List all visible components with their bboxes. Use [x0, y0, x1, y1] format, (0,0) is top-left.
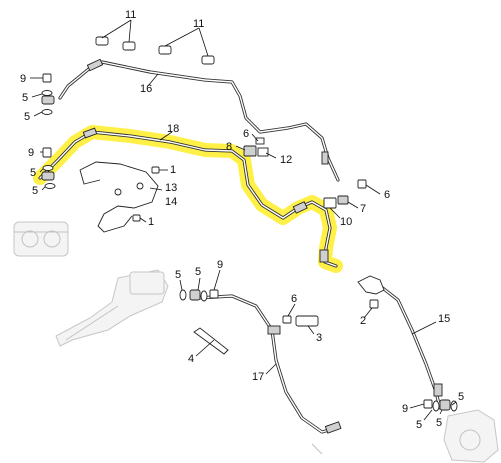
callout-9-caliper: 9	[402, 403, 408, 415]
callout-2: 2	[360, 315, 366, 327]
callout-6-right: 6	[384, 189, 390, 201]
bracket-part-13	[79, 161, 159, 233]
bolt-part-6-right	[357, 179, 367, 189]
callout-17: 17	[252, 371, 264, 383]
abs-modulator-ghost	[13, 221, 69, 257]
brake-line-17	[196, 294, 342, 434]
callout-3: 3	[316, 332, 322, 344]
ghost-dash	[311, 443, 323, 455]
callout-4: 4	[188, 353, 194, 365]
highlight-brake-line-18	[33, 125, 343, 273]
callout-13: 13	[165, 182, 177, 194]
callout-5-caliper-b: 5	[436, 417, 442, 429]
callout-labels: 11 11 16 9 5 5 18 8 6 12 9 5 5 1 13 14 1…	[20, 9, 464, 431]
banjo-master-cylinder	[179, 289, 219, 302]
bolt-part-6-junction	[255, 137, 265, 145]
callout-10: 10	[340, 216, 352, 228]
callout-8: 8	[226, 141, 232, 153]
brake-line-16	[58, 58, 340, 182]
banjo-lower-left	[41, 147, 56, 189]
master-cylinder-lever-ghost	[55, 269, 169, 347]
callout-18: 18	[167, 123, 179, 135]
callout-14: 14	[165, 196, 177, 208]
brake-line-18	[38, 127, 338, 268]
callout-6-lower: 6	[291, 293, 297, 305]
callout-5-caliper-c: 5	[458, 391, 464, 403]
callout-16: 16	[140, 83, 152, 95]
banjo-rear-caliper	[423, 399, 458, 412]
clip-part-11	[95, 36, 215, 65]
leader-lines	[30, 19, 457, 421]
callout-5-upper-a: 5	[22, 92, 28, 104]
fitting-part-7	[337, 195, 349, 205]
clip-part-4	[193, 327, 229, 355]
callout-5-upper-b: 5	[24, 111, 30, 123]
callout-5-lower-b: 5	[32, 185, 38, 197]
callout-1-upper: 1	[170, 164, 176, 176]
callout-9-mc: 9	[217, 259, 223, 271]
callout-12: 12	[280, 154, 292, 166]
fitting-part-3	[295, 315, 319, 327]
bolt-part-1-upper	[151, 166, 160, 174]
callout-9-upper: 9	[20, 73, 26, 85]
callout-1-lower: 1	[148, 216, 154, 228]
callout-5-mc-b: 5	[195, 266, 201, 278]
callout-11-left: 11	[125, 9, 136, 21]
callout-15: 15	[438, 313, 450, 325]
callout-5-mc-a: 5	[175, 269, 181, 281]
rear-caliper-ghost	[443, 409, 499, 463]
callout-9-lower: 9	[28, 147, 34, 159]
callout-7: 7	[360, 203, 366, 215]
fitting-part-2	[369, 299, 379, 309]
bolt-part-1-lower	[132, 214, 141, 222]
brake-hose-15	[357, 275, 443, 410]
callout-5-lower-a: 5	[30, 167, 36, 179]
callout-6-junction: 6	[243, 128, 249, 140]
junction-block-8	[243, 145, 269, 157]
fitting-part-10	[323, 197, 337, 209]
callout-5-caliper-a: 5	[416, 419, 422, 431]
callout-11-right: 11	[193, 18, 204, 30]
bolt-part-6-lower	[282, 315, 292, 324]
banjo-upper-left	[41, 73, 55, 115]
